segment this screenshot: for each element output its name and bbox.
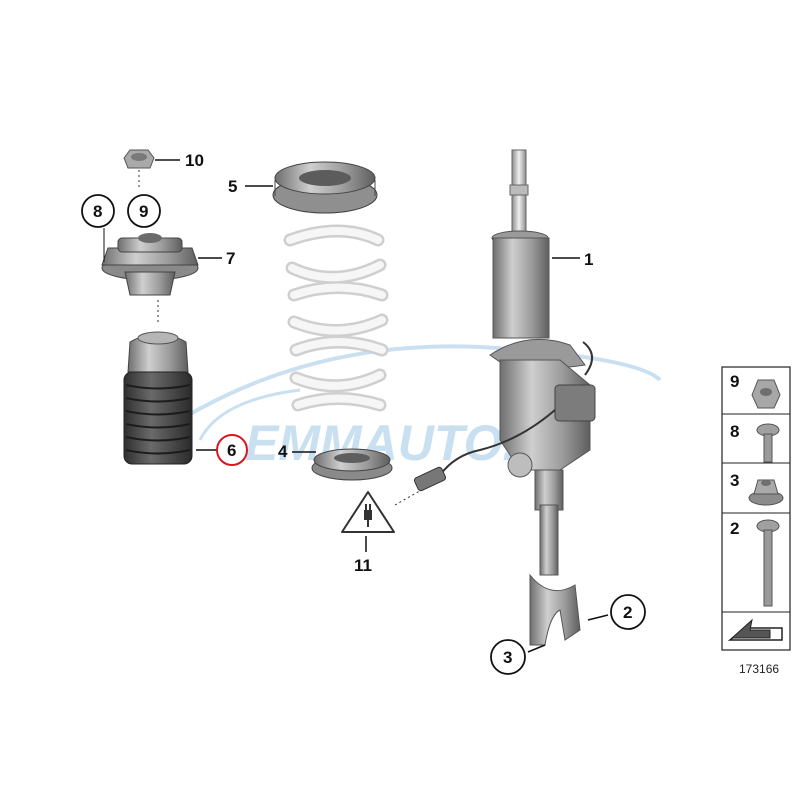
callout-2-circle	[610, 594, 646, 630]
side-item-3-number: 3	[730, 471, 739, 490]
callout-1-label: 1	[584, 250, 593, 269]
callout-6-label: 6	[227, 441, 236, 460]
callout-7-label: 7	[226, 249, 235, 268]
coil-spring-outline	[286, 227, 386, 409]
part-6-dust-boot	[123, 331, 218, 465]
part-11-electrical-connector-symbol	[341, 487, 426, 552]
part-5-upper-spring-seat	[245, 161, 378, 214]
callout-3-label: 3	[503, 648, 512, 667]
side-item-3: 3	[730, 471, 784, 506]
side-item-8-number: 8	[730, 422, 739, 441]
assembly-direction-icon	[727, 618, 783, 641]
side-item-2: 2	[730, 519, 780, 607]
side-item-8: 8	[730, 422, 780, 463]
part-7-top-mount	[101, 216, 222, 325]
callout-9-label: 9	[139, 202, 148, 221]
callout-6-highlight-ring	[216, 434, 248, 466]
part-4-lower-spring-pad	[292, 448, 393, 481]
callout-8-circle	[81, 194, 115, 228]
callout-2-label: 2	[623, 603, 632, 622]
callout-11-label: 11	[354, 556, 372, 575]
side-item-9-number: 9	[730, 372, 739, 391]
side-item-9: 9	[730, 372, 781, 409]
long-bolt-shank-icon	[763, 529, 773, 607]
callout-5-label: 5	[228, 177, 237, 196]
callout-8-label: 8	[93, 202, 102, 221]
callout-4-label: 4	[278, 442, 288, 461]
side-item-2-number: 2	[730, 519, 739, 538]
part-1-shock-absorber	[413, 149, 609, 653]
fastener-side-panel: 9 8 3 2	[721, 366, 791, 651]
figure-number: 173166	[739, 662, 779, 676]
short-bolt-shank-icon	[763, 433, 773, 463]
callout-3-circle	[490, 639, 526, 675]
part-10-nut	[123, 149, 180, 188]
callout-10-label: 10	[185, 151, 204, 170]
callout-9-circle	[127, 194, 161, 228]
